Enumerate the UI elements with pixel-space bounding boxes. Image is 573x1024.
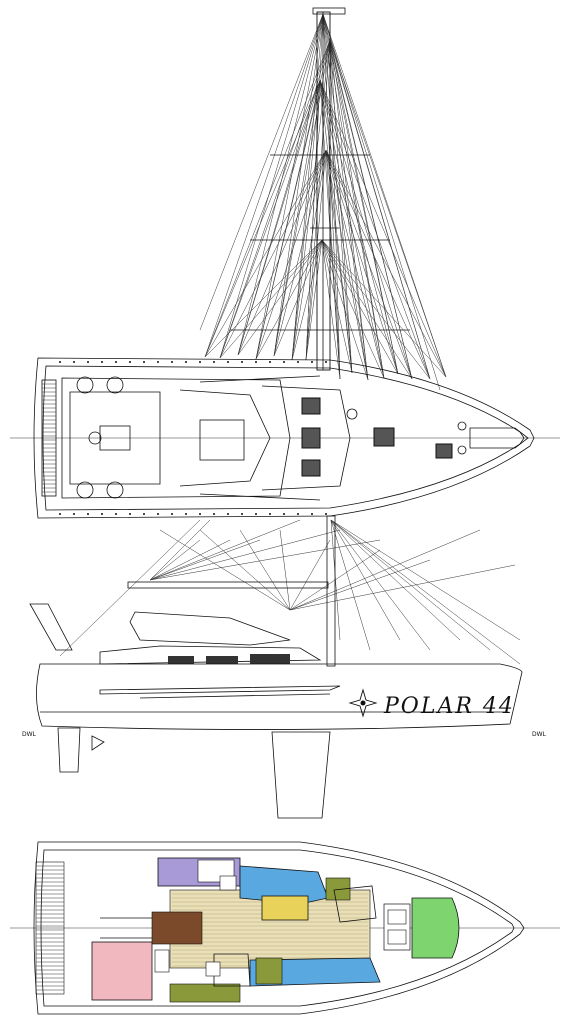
station-label-fwd: DWL xyxy=(532,731,547,738)
hatch xyxy=(435,443,453,459)
hatch xyxy=(301,459,321,477)
rig-top xyxy=(199,7,447,391)
deck-plan xyxy=(10,357,560,519)
saloon-settee-port xyxy=(249,957,381,987)
forward-cabin-berth xyxy=(411,897,460,959)
hatch xyxy=(301,397,321,415)
hatch xyxy=(373,427,395,447)
brand-name: POLAR 44 xyxy=(383,694,515,719)
saloon-table xyxy=(261,895,309,921)
keel xyxy=(271,731,331,819)
mast xyxy=(316,11,331,371)
brand-logo xyxy=(348,688,378,718)
saloon-settee-starboard xyxy=(239,865,329,905)
interior-layout xyxy=(10,841,560,1015)
companionway xyxy=(151,911,203,945)
station-label-aft: DWL xyxy=(22,731,37,738)
hull-profile xyxy=(36,663,523,730)
aft-cabin-berth xyxy=(91,941,153,1001)
deck-outline xyxy=(33,357,535,519)
interior-outline xyxy=(33,841,525,1015)
rudder xyxy=(57,727,81,773)
side-elevation: POLAR 44 DWL DWL xyxy=(22,515,547,819)
hatch xyxy=(301,427,321,449)
